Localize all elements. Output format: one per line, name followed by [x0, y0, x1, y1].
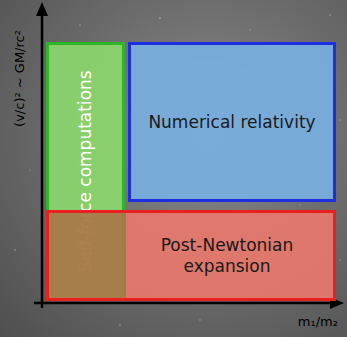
- star-field: [14, 14, 340, 325]
- axis-label: (v/c)² ~ GM/rc²: [12, 30, 27, 127]
- x-axis: [34, 302, 334, 305]
- region-label: Post-Newtonian expansion: [131, 235, 323, 276]
- y-axis-arrowhead: [36, 2, 48, 16]
- method-region: Numerical relativity: [128, 42, 336, 202]
- y-axis: [41, 12, 44, 308]
- region-label: Numerical relativity: [141, 112, 323, 132]
- axis-label: m₁/m₂: [298, 314, 338, 329]
- method-region: Post-Newtonian expansion: [46, 210, 336, 301]
